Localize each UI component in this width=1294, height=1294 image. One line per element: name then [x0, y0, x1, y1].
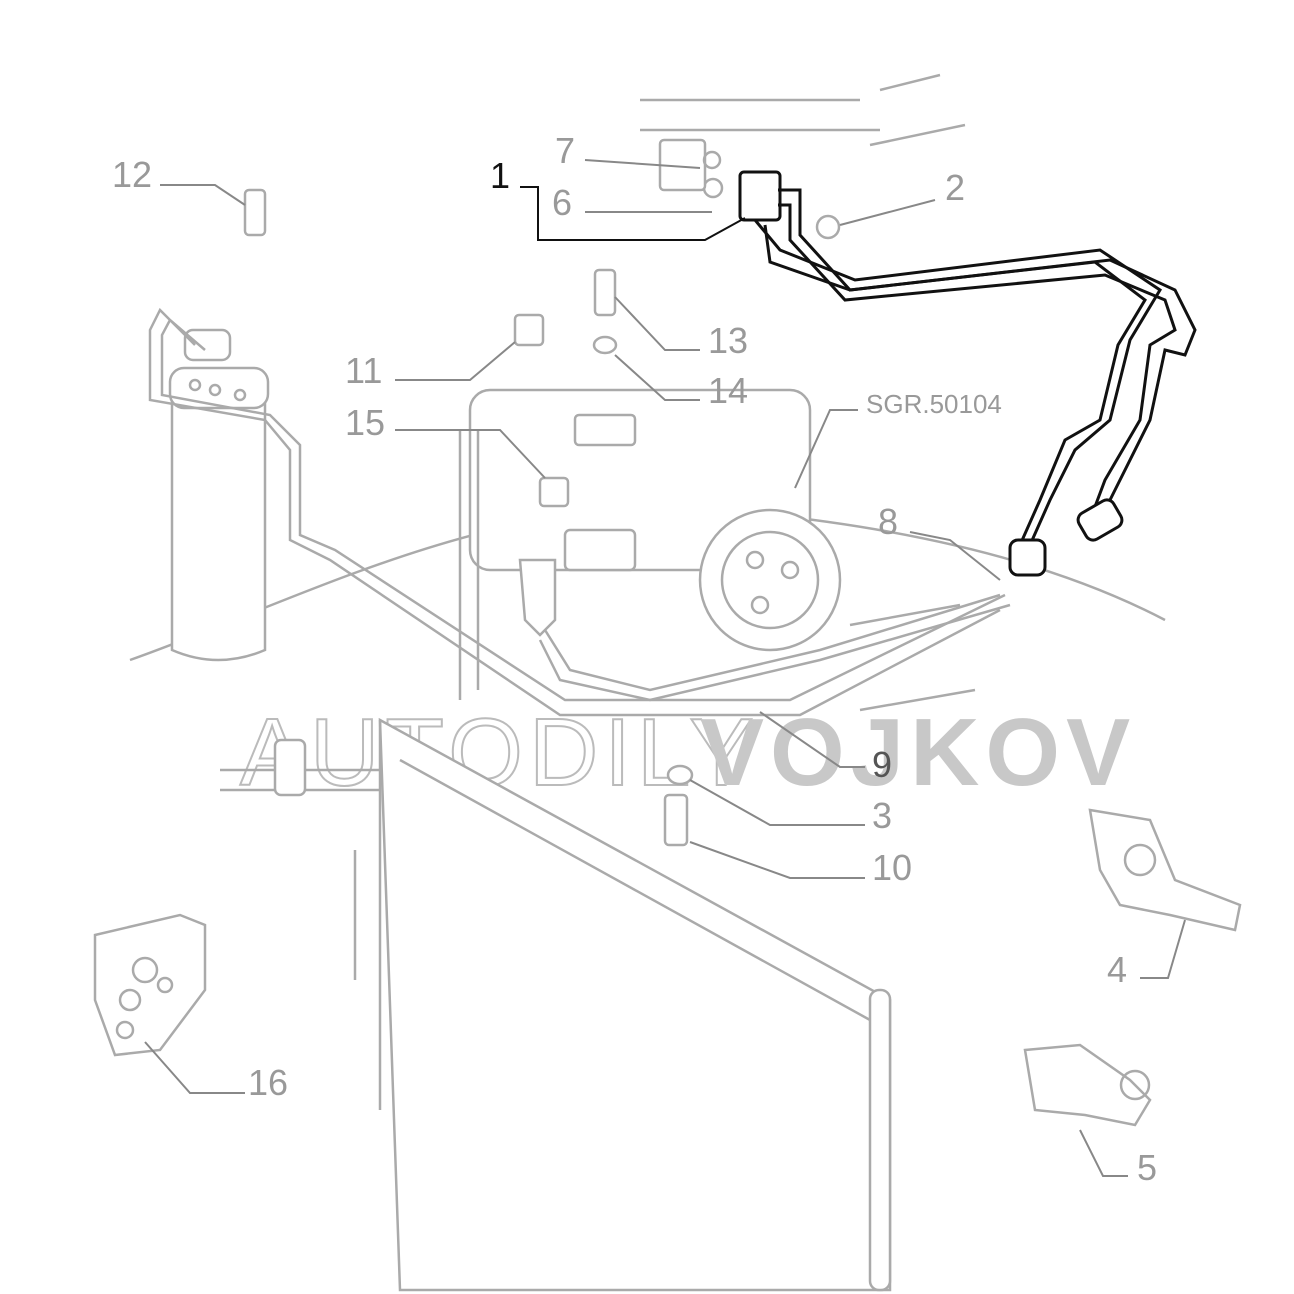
- callout-15: 15: [345, 402, 385, 443]
- flow-arrows: [640, 73, 976, 712]
- callout-6: 6: [552, 182, 572, 223]
- highlighted-pipe-part-1: [738, 170, 1197, 577]
- callout-7: 7: [555, 130, 575, 171]
- callout-14: 14: [708, 370, 748, 411]
- callout-12: 12: [112, 154, 152, 195]
- watermark-bold: VOJKOV: [700, 699, 1136, 806]
- callout-5: 5: [1137, 1147, 1157, 1188]
- bracket-4: [1088, 808, 1242, 932]
- callout-9: 9: [872, 744, 892, 785]
- bracket-5: [1023, 1043, 1152, 1127]
- compressor-pipe: [538, 593, 1011, 702]
- drier-pipe: [148, 307, 1006, 717]
- callout-4: 4: [1107, 949, 1127, 990]
- gasket-kit: [93, 913, 207, 1057]
- callout-11: 11: [345, 350, 382, 391]
- condenser: [220, 717, 892, 1292]
- callout-13: 13: [708, 320, 748, 361]
- receiver-drier: [168, 328, 270, 662]
- callout-8: 8: [878, 501, 898, 542]
- leader-lines: [144, 159, 1186, 1177]
- callout-16: 16: [248, 1062, 288, 1103]
- callout-2: 2: [945, 167, 965, 208]
- reference-code: SGR.50104: [866, 389, 1002, 419]
- compressor: [458, 388, 842, 700]
- small-fittings: [243, 138, 841, 847]
- callout-3: 3: [872, 795, 892, 836]
- callout-10: 10: [872, 847, 912, 888]
- callout-1: 1: [490, 155, 510, 196]
